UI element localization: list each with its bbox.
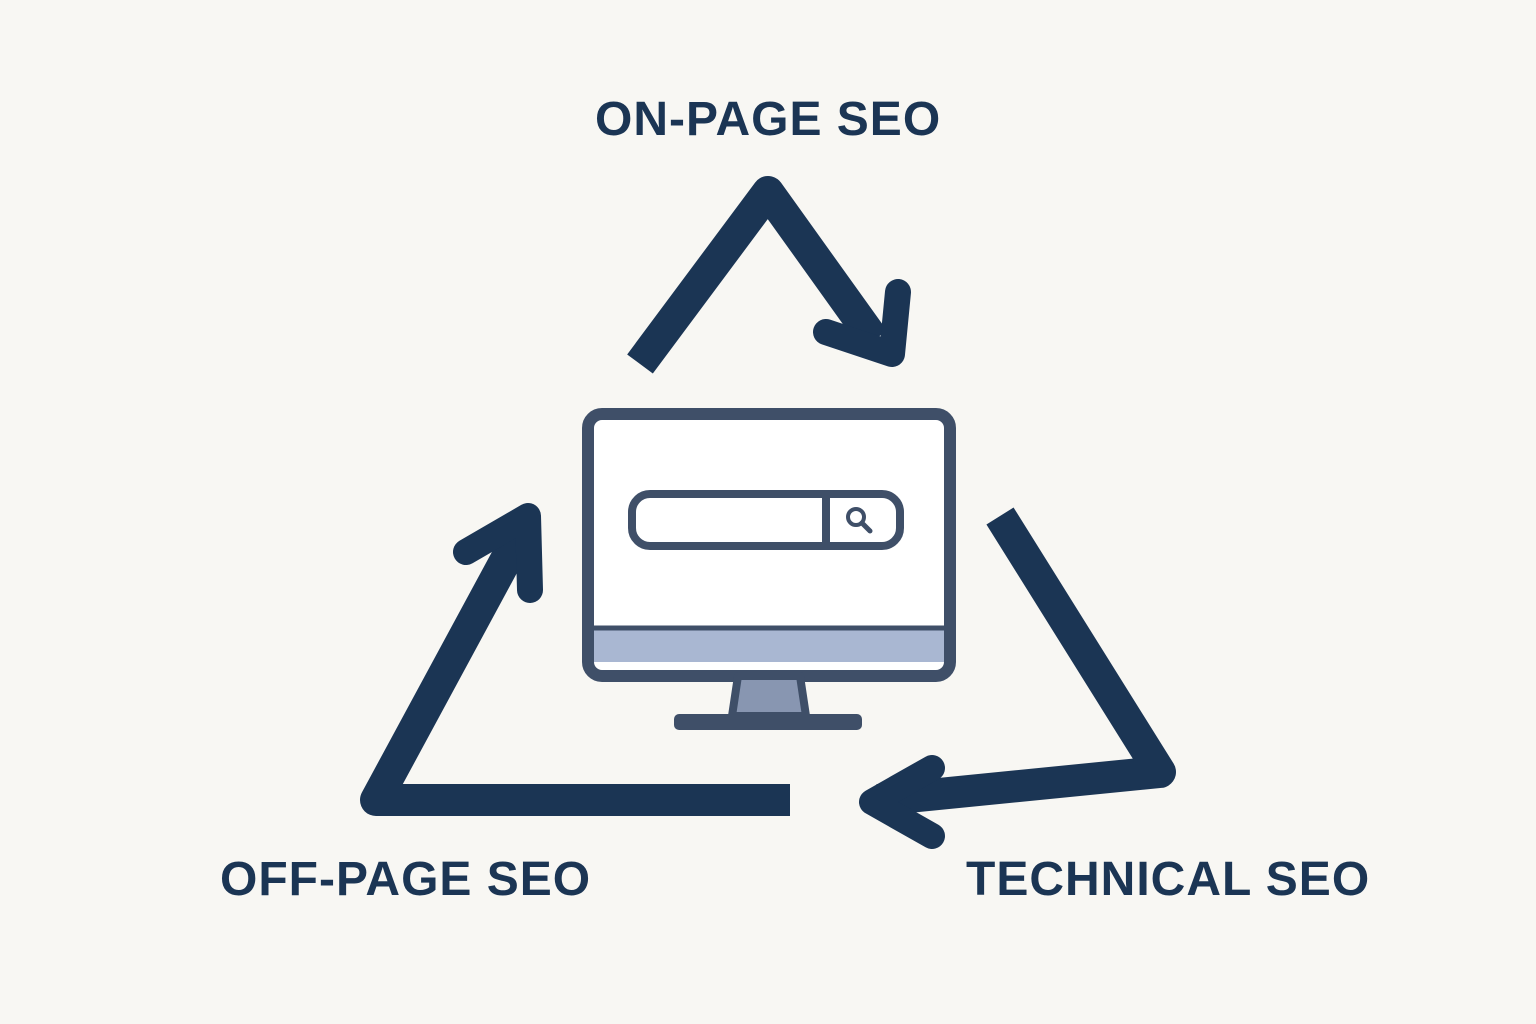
arrow-on-page xyxy=(627,176,911,374)
arrow-off-page xyxy=(360,503,790,816)
magnifier-icon xyxy=(846,507,873,534)
computer-monitor-icon xyxy=(582,408,956,730)
arrow-technical xyxy=(859,507,1176,849)
label-on-page-seo: ON-PAGE SEO xyxy=(595,93,942,146)
label-off-page-seo: OFF-PAGE SEO xyxy=(220,853,592,906)
search-bar xyxy=(628,490,904,550)
label-technical-seo: TECHNICAL SEO xyxy=(966,853,1371,906)
